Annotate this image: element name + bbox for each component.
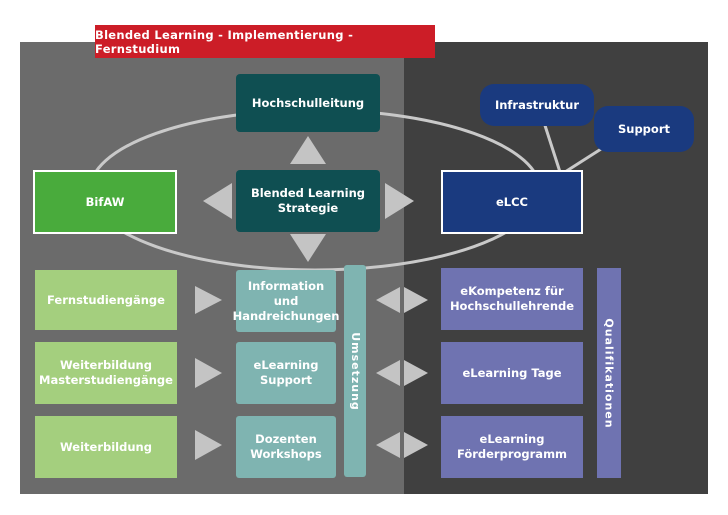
arrow-down: [290, 234, 326, 262]
infrastruktur-box: Infrastruktur: [480, 84, 594, 126]
right-item: eLearning Förderprogramm: [441, 416, 583, 478]
middle-item: eLearning Support: [236, 342, 336, 404]
right-item: eLearning Tage: [441, 342, 583, 404]
qualifikationen-bar: Qualifikationen: [597, 268, 621, 478]
arrow-right: [385, 183, 414, 219]
arrow-left: [203, 183, 232, 219]
arrow-up: [290, 136, 326, 164]
bifaw-box: BifAW: [33, 170, 177, 234]
row2-double-arrow: [376, 360, 428, 386]
row1-left-arrow: [195, 286, 222, 314]
elcc-box: eLCC: [441, 170, 583, 234]
strategie-box: Blended Learning Strategie: [236, 170, 380, 232]
support-box: Support: [594, 106, 694, 152]
left-item: Weiterbildung: [35, 416, 177, 478]
left-item: Fernstudiengänge: [35, 270, 177, 330]
row3-double-arrow: [376, 432, 428, 458]
middle-item: Information und Handreichungen: [233, 270, 339, 332]
umsetzung-label: Umsetzung: [348, 331, 362, 411]
middle-item: Dozenten Workshops: [236, 416, 336, 478]
hochschulleitung-box: Hochschulleitung: [236, 74, 380, 132]
left-item: Weiterbildung Masterstudiengänge: [35, 342, 177, 404]
diagram-title: Blended Learning - Implementierung - Fer…: [95, 25, 435, 58]
row1-double-arrow: [376, 287, 428, 313]
right-item: eKompetenz für Hochschullehrende: [441, 268, 583, 330]
row3-left-arrow: [195, 430, 222, 460]
qualifikationen-label: Qualifikationen: [602, 317, 616, 429]
umsetzung-bar: Umsetzung: [344, 265, 366, 477]
row2-left-arrow: [195, 358, 222, 388]
